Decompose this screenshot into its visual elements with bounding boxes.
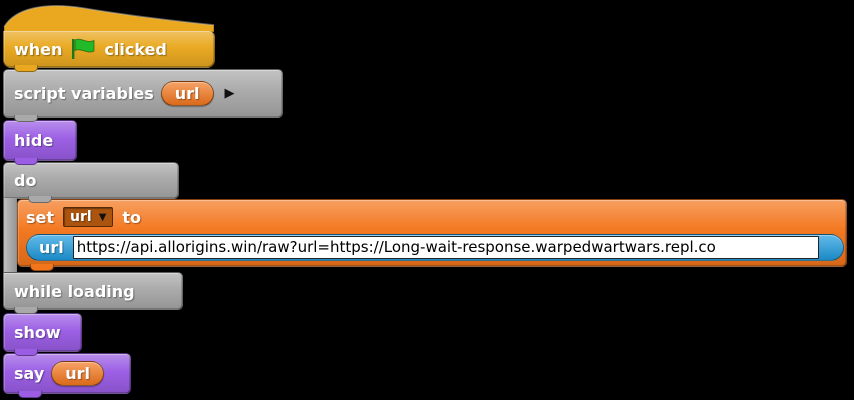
hide-bottom-tab (14, 158, 38, 165)
do-inner-tab (28, 196, 52, 203)
say-argument-pill-url[interactable]: url (51, 361, 105, 386)
variable-dropdown-value: url (70, 209, 92, 226)
hat-block-body[interactable]: when clicked (3, 31, 215, 72)
hat-bottom-tab (14, 65, 38, 72)
url-input-field[interactable] (72, 235, 819, 259)
set-bottom-tab (30, 264, 54, 271)
block-set-variable[interactable]: set url ▼ to url (17, 199, 847, 271)
when-label: when (14, 39, 63, 59)
do-block-left-arm[interactable] (3, 198, 17, 272)
while-loading-label: while loading (14, 281, 135, 301)
block-show[interactable]: show (3, 313, 82, 356)
script-variables-bottom-tab (14, 115, 38, 122)
green-flag-icon (72, 38, 95, 59)
script-variables-label: script variables (14, 84, 154, 103)
block-say[interactable]: say url (3, 353, 131, 398)
do-label: do (14, 171, 37, 190)
variable-dropdown[interactable]: url ▼ (63, 207, 114, 228)
do-block-header[interactable]: do (3, 162, 179, 203)
do-bottom-tab (14, 307, 38, 314)
show-label: show (14, 323, 61, 342)
say-label: say (14, 364, 45, 383)
do-block-footer[interactable]: while loading (3, 272, 183, 314)
expander-arrow-icon[interactable]: ▶ (224, 86, 235, 101)
set-label: set (26, 207, 55, 227)
url-reporter-label: url (39, 237, 64, 257)
say-bottom-tab (18, 391, 42, 398)
hide-label: hide (14, 131, 54, 150)
dropdown-arrow-icon: ▼ (98, 211, 107, 223)
to-label: to (122, 207, 142, 227)
block-script-variables[interactable]: script variables url ▶ (3, 69, 283, 122)
block-when-flag-clicked[interactable]: when clicked (3, 4, 215, 72)
url-reporter-block[interactable]: url (26, 233, 844, 261)
show-bottom-tab (14, 349, 38, 356)
block-hide[interactable]: hide (3, 120, 77, 165)
set-row: set url ▼ to (26, 205, 141, 230)
variable-pill-url[interactable]: url (160, 81, 214, 106)
clicked-label: clicked (104, 39, 167, 59)
hat-curve (3, 5, 215, 32)
